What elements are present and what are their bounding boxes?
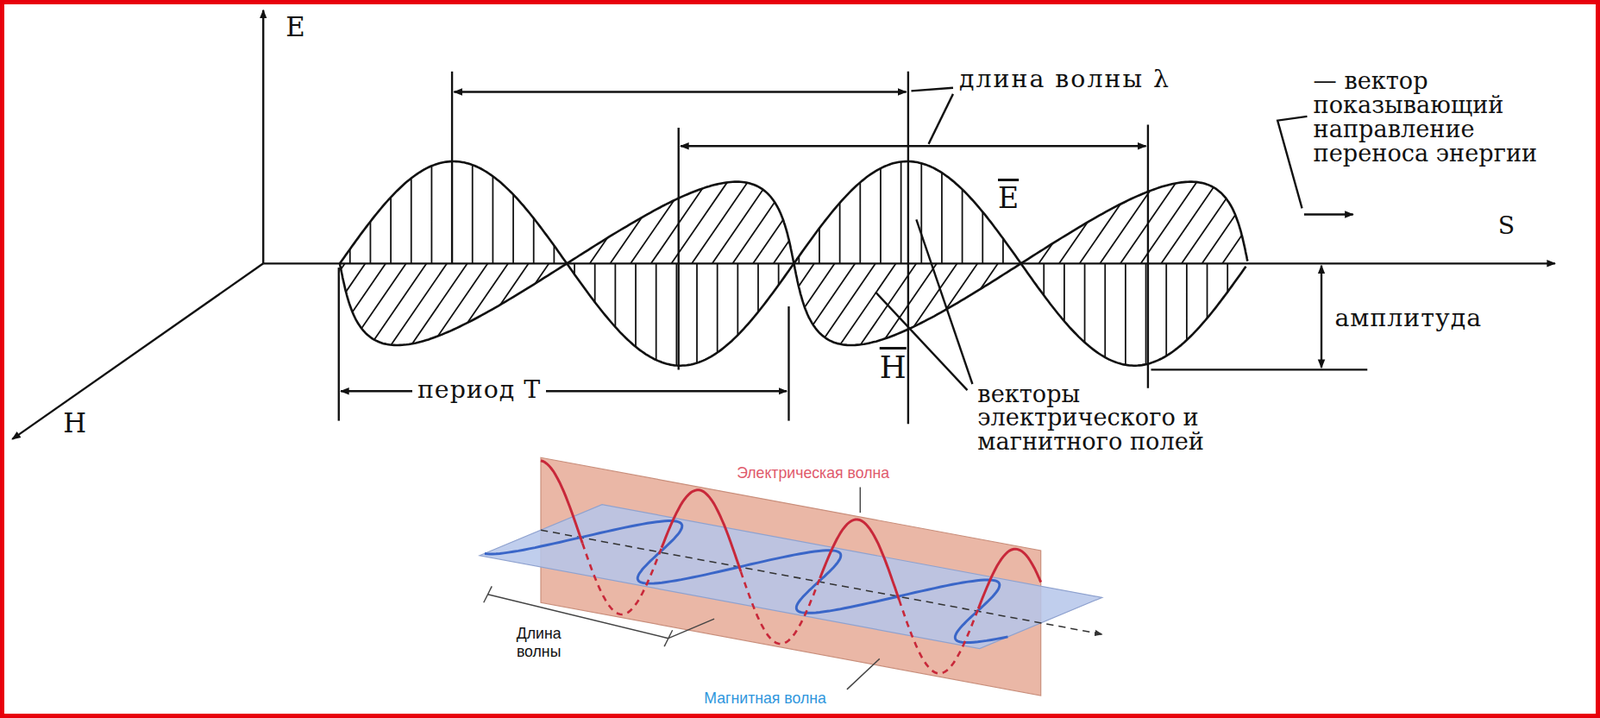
callout-note: — вектор показывающий направление перено… [1313,69,1588,165]
axis-label: H [62,407,87,439]
magnetic-plane [479,504,1103,649]
extension-line [677,127,680,370]
dimension-label: Длина волны [501,624,576,660]
period-dimension [340,389,787,392]
extension-line [338,267,340,421]
leader-line [859,487,861,514]
leader-line [668,618,715,638]
leader-line [910,87,954,92]
dimension-label: период T [412,376,546,405]
dimension-label: амплитуда [1334,304,1482,333]
extension-line [451,71,453,264]
callout-note: векторы электрического и магнитного поле… [977,382,1284,454]
leader-line [875,291,967,390]
axis-label: E [285,12,305,43]
extension-line [787,306,790,421]
dimension-tick [483,585,492,603]
extension-line [1147,124,1149,388]
extension-line [1150,368,1368,371]
wave-label: Электрическая волна [736,464,890,482]
leader-line [928,94,954,145]
extension-line [907,71,910,424]
h-axis [12,263,264,440]
energy-vector [1304,213,1354,215]
electric-wave-curve [540,460,1042,609]
leader-line [1277,116,1307,209]
vector-label: H [879,350,907,386]
electric-wave [339,161,1247,366]
h-hatching [340,181,1243,346]
leader-line [847,658,880,690]
propagation-axis [540,529,1103,634]
wave-label: Магнитная волна [703,689,827,707]
wavelength-dimension [487,594,668,639]
electric-wave-hidden [582,543,979,674]
amplitude-dimension [1320,265,1323,368]
wavelength-dimension [453,90,906,93]
leader-line [916,219,973,384]
dimension-label: длина волны λ [959,65,1171,95]
e-axis [262,10,264,264]
axis-label: S [1498,212,1515,241]
magnetic-wave-curve [484,520,1009,643]
vector-label: E [997,181,1019,215]
wavelength-dimension [680,144,1146,147]
